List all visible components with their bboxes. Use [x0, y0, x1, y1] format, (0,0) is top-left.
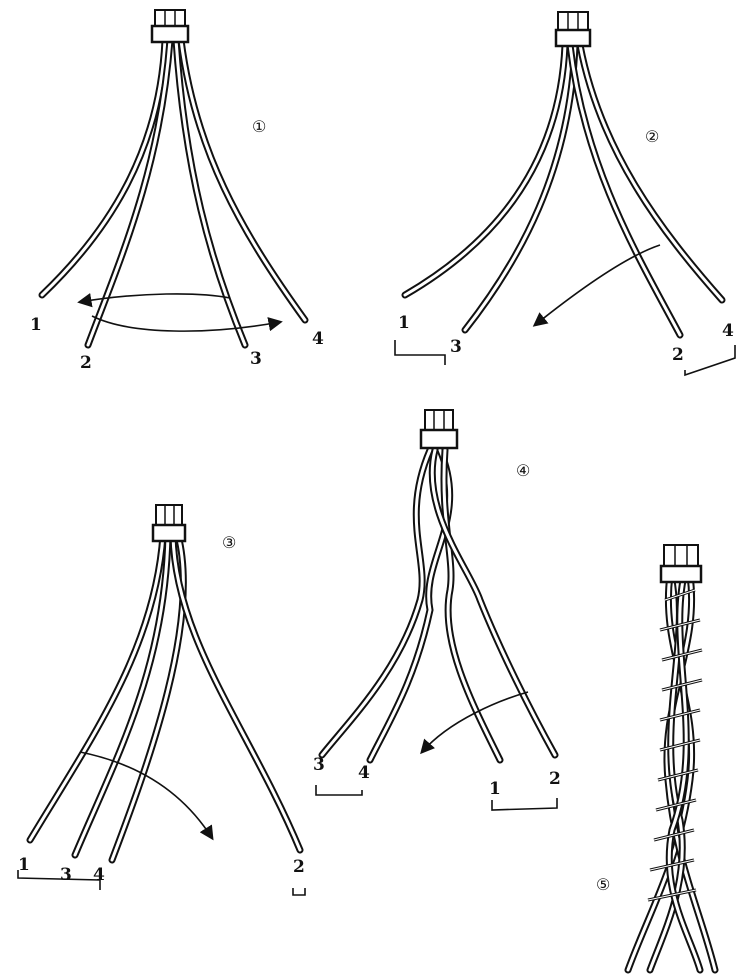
strand-label: 3	[60, 865, 72, 885]
strand-label: 1	[398, 313, 410, 333]
step-number-4: ④	[516, 461, 530, 480]
strand-1	[405, 45, 565, 295]
strand-2	[173, 535, 300, 850]
strand-3	[322, 450, 430, 755]
strand-label: 1	[30, 315, 42, 335]
crossing-arrows	[80, 294, 280, 331]
strand-label: 4	[312, 329, 324, 349]
step-number-3: ③	[222, 533, 236, 552]
strand-label: 2	[293, 857, 305, 877]
strand-label: 3	[250, 349, 262, 369]
strand-label: 4	[358, 763, 370, 783]
group-bracket	[18, 870, 100, 890]
binding-knot	[153, 505, 185, 541]
strand-label: 2	[672, 345, 684, 365]
group-bracket	[685, 345, 735, 375]
step-number-5: ⑤	[596, 875, 610, 894]
panel-3: ③ 1 3 4 2	[18, 505, 305, 895]
strand-label: 1	[489, 779, 501, 799]
group-bracket	[316, 785, 362, 795]
panel-1: ① 1 2 3 4	[30, 10, 324, 373]
finished-braid	[628, 575, 715, 970]
strand-2	[570, 45, 680, 335]
strand-label: 3	[450, 337, 462, 357]
group-bracket	[492, 798, 557, 810]
binding-knot	[152, 10, 188, 42]
strand-label: 2	[549, 769, 561, 789]
strand-label: 4	[93, 865, 105, 885]
strand-4	[181, 40, 305, 320]
strand-4	[112, 535, 183, 860]
binding-knot	[421, 410, 457, 448]
binding-knot	[556, 12, 590, 46]
step-number-1: ①	[252, 117, 266, 136]
panel-4: ④ 3 4 1 2	[313, 410, 561, 810]
binding-knot	[661, 545, 701, 582]
strand-label: 1	[18, 855, 30, 875]
strand-label: 3	[313, 755, 325, 775]
strand-label: 4	[722, 321, 734, 341]
group-bracket	[293, 888, 305, 895]
strand-label: 2	[80, 353, 92, 373]
panel-2: ② 1 3 2 4	[395, 12, 735, 375]
group-bracket	[395, 340, 445, 365]
panel-5: ⑤	[596, 545, 715, 970]
step-number-2: ②	[645, 127, 659, 146]
